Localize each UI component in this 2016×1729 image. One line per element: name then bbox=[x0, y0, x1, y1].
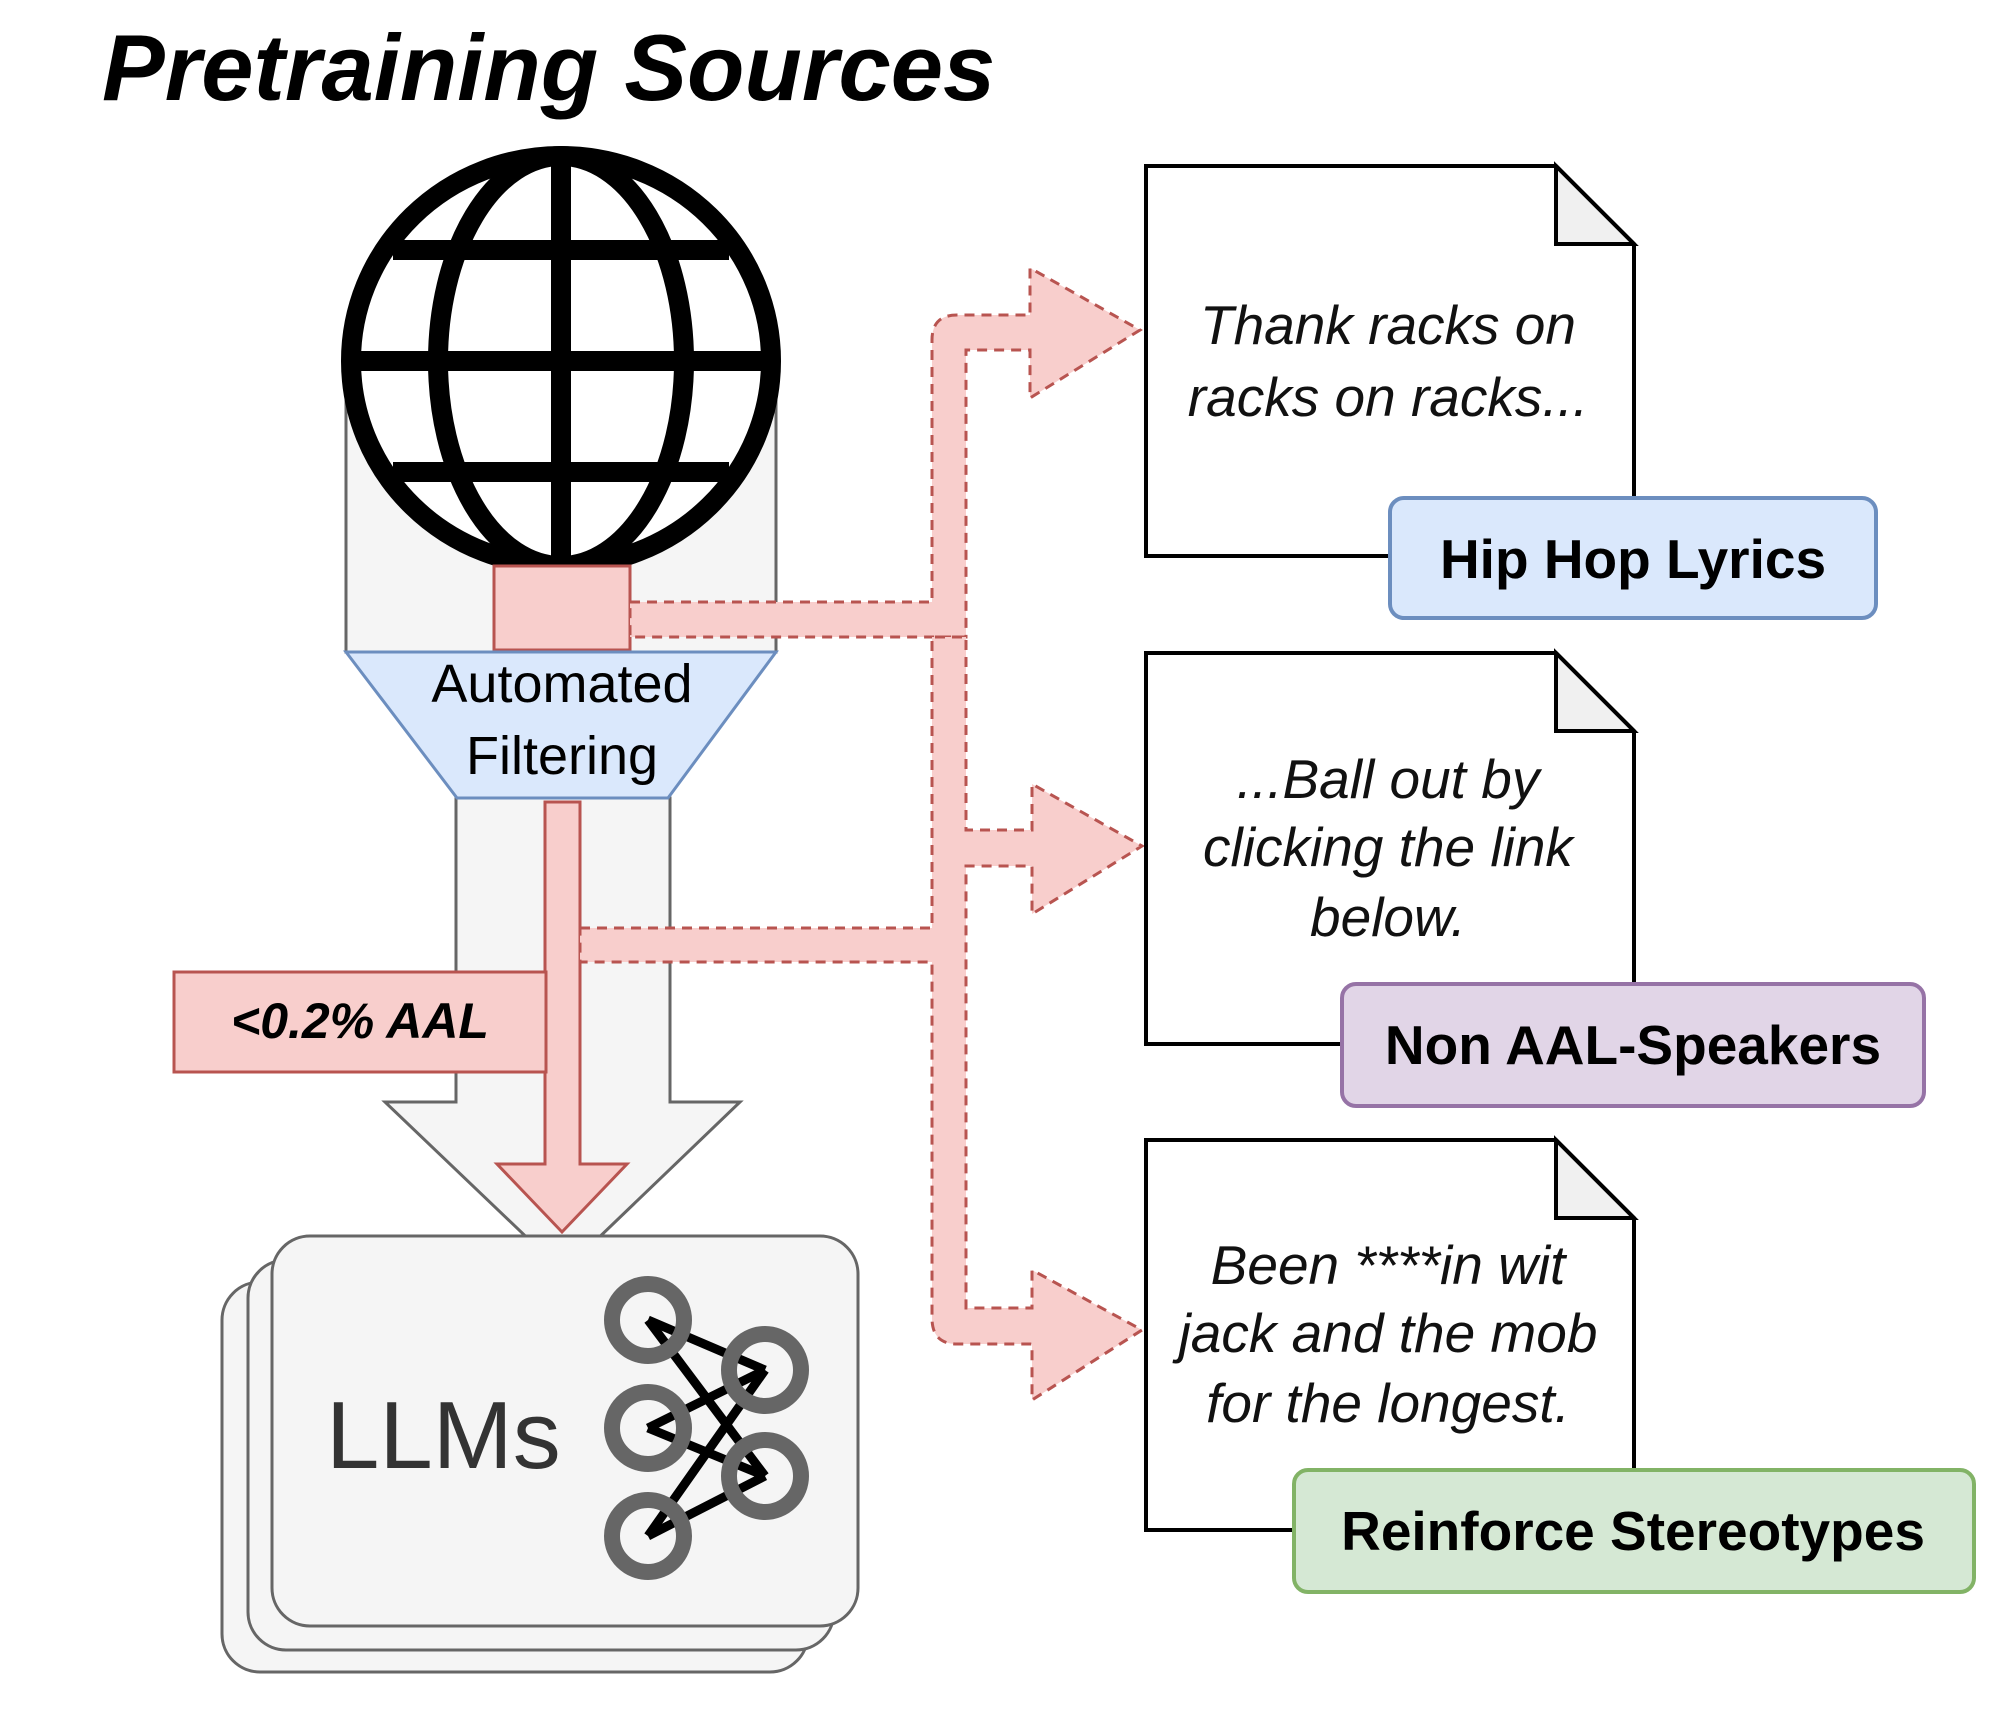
tag-label: Reinforce Stereotypes bbox=[1341, 1500, 1925, 1562]
document-non-aal: ...Ball out by clicking the link below. … bbox=[1144, 648, 1926, 1108]
filter-label-line2: Filtering bbox=[466, 726, 658, 786]
tag-hip-hop-lyrics bbox=[1388, 496, 1878, 620]
document-stereotypes: Been ****in wit jack and the mob for the… bbox=[1144, 1135, 1976, 1594]
filter-label-line1: Automated bbox=[431, 654, 692, 714]
aal-source-block bbox=[492, 564, 632, 652]
aal-percentage-label: <0.2% AAL bbox=[231, 993, 489, 1049]
document-text-line: for the longest. bbox=[1206, 1372, 1570, 1434]
arrow-to-non-aal-and-stereotypes bbox=[578, 635, 1145, 1403]
document-text-line: racks on racks... bbox=[1188, 366, 1588, 428]
document-text-line: jack and the mob bbox=[1172, 1302, 1598, 1364]
arrow-to-hip-hop bbox=[628, 265, 1143, 639]
llm-card-front bbox=[270, 1234, 860, 1628]
tag-label: Non AAL-Speakers bbox=[1385, 1014, 1881, 1076]
llm-label: LLMs bbox=[326, 1382, 561, 1489]
document-page bbox=[1144, 651, 1636, 1046]
globe-icon bbox=[341, 146, 781, 576]
document-text-line: below. bbox=[1310, 886, 1466, 948]
aal-flow-arrow bbox=[493, 800, 631, 1235]
document-fold bbox=[1554, 161, 1639, 246]
diagram-title: Pretraining Sources bbox=[102, 15, 995, 120]
llm-stack: LLMs bbox=[220, 1234, 860, 1674]
document-page bbox=[1144, 164, 1636, 558]
document-text-line: Thank racks on bbox=[1200, 294, 1576, 356]
document-hip-hop: Thank racks on racks on racks... Hip Hop… bbox=[1144, 161, 1878, 620]
document-fold bbox=[1554, 1135, 1639, 1220]
tag-non-aal-speakers bbox=[1340, 982, 1926, 1108]
document-text-line: Been ****in wit bbox=[1211, 1234, 1568, 1296]
tag-label: Hip Hop Lyrics bbox=[1440, 528, 1826, 590]
neural-network-icon bbox=[604, 1276, 809, 1580]
automated-filtering-funnel bbox=[342, 650, 779, 800]
document-text-line: ...Ball out by bbox=[1237, 748, 1543, 810]
tag-reinforce-stereotypes bbox=[1292, 1468, 1976, 1594]
aal-percentage-badge bbox=[172, 970, 548, 1074]
document-page bbox=[1144, 1138, 1636, 1532]
document-text-line: clicking the link bbox=[1203, 816, 1575, 878]
routing-arrows bbox=[578, 265, 1145, 1403]
document-fold bbox=[1554, 648, 1639, 733]
